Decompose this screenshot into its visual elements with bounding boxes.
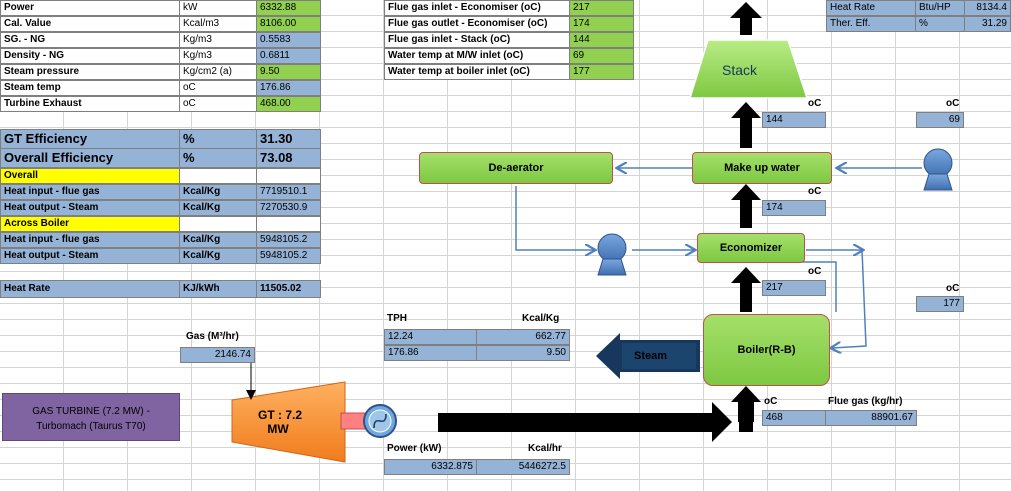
boiler-in-temp-unit: oC	[946, 283, 960, 294]
makeup-water-box: Make up water	[692, 152, 832, 184]
boiler-heat-input-unit: Kcal/Kg	[179, 232, 257, 248]
gas-flow-value: 2146.74	[180, 347, 255, 363]
empty-cell	[256, 168, 321, 184]
param-value[interactable]: 0.5583	[256, 32, 321, 48]
overall-efficiency-unit: %	[179, 148, 257, 168]
empty-cell	[256, 216, 321, 232]
boiler-heat-output-value: 5948105.2	[256, 248, 321, 264]
flue-gas-label: Flue gas (kg/hr)	[828, 396, 903, 407]
gas-turbine-shape	[231, 381, 346, 463]
flue-arrow-to-stack	[730, 2, 762, 35]
boiler-heat-input-value: 5948105.2	[256, 232, 321, 248]
deaerator-box: De-aerator	[419, 152, 613, 184]
param-name: Cal. Value	[0, 16, 180, 32]
boiler-heat-input-label: Heat input - flue gas	[0, 232, 180, 248]
flue-arrow-makeup	[731, 184, 761, 228]
steam-tph-value: 12.24	[384, 329, 477, 345]
steam-temp-value: 176.86	[384, 345, 477, 361]
water-line-to-boiler	[832, 249, 867, 348]
steam-tph-header: TPH	[387, 313, 407, 324]
gt-label-line2: MW	[267, 422, 289, 436]
overall-heat-input-label: Heat input - flue gas	[0, 184, 180, 200]
gas-turbine-line2: Turbomach (Taurus T70)	[36, 421, 146, 432]
mw-temp-unit: oC	[946, 98, 960, 109]
water-line-deaerator-down	[515, 186, 594, 250]
stack-temp-value: 144	[762, 112, 826, 128]
deaerator-label: De-aerator	[488, 162, 544, 174]
heat-rate-unit: KJ/kWh	[179, 280, 257, 298]
power-header: Power (kW)	[387, 443, 442, 454]
flue-arrow-stack-in	[731, 102, 761, 148]
boiler-in-temp-value: 177	[916, 296, 964, 312]
param-value[interactable]: 8106.00	[256, 16, 321, 32]
exhaust-temp-value: 468	[762, 410, 826, 426]
param-unit: Kcal/m3	[179, 16, 257, 32]
makeup-water-label: Make up water	[724, 162, 800, 174]
pump-feedwater	[597, 233, 627, 276]
water-line-economizer-loop	[802, 261, 837, 312]
temp-value[interactable]: 69	[569, 48, 634, 64]
thermal-efficiency-value: 31.29	[964, 16, 1011, 32]
exhaust-temp-unit: oC	[764, 396, 778, 407]
gas-flow-label: Gas (M³/hr)	[186, 331, 239, 342]
gas-turbine-info-box: GAS TURBINE (7.2 MW) - Turbomach (Taurus…	[2, 393, 180, 441]
temp-value[interactable]: 177	[569, 64, 634, 80]
mw-temp-value: 69	[916, 112, 964, 128]
temp-label: Flue gas inlet - Stack (oC)	[384, 32, 570, 48]
param-name: Turbine Exhaust	[0, 96, 180, 112]
temp-value[interactable]: 217	[569, 0, 634, 16]
overall-heat-output-value: 7270530.9	[256, 200, 321, 216]
gt-label: GT : 7.2 MW	[258, 408, 303, 436]
economizer-box: Economizer	[697, 233, 805, 263]
param-value[interactable]: 9.50	[256, 64, 321, 80]
power-value: 6332.875	[384, 459, 477, 475]
steam-kcal-value: 662.77	[476, 329, 570, 345]
boiler-box: Boiler(R-B)	[703, 314, 830, 386]
heat-rate-unit: Btu/HP	[915, 0, 965, 16]
overall-efficiency-label: Overall Efficiency	[0, 148, 180, 168]
flue-gas-value: 88901.67	[825, 410, 917, 426]
gas-turbine-line1: GAS TURBINE (7.2 MW) -	[32, 406, 150, 417]
stack-temp-unit: oC	[808, 98, 822, 109]
gt-label-line1: GT : 7.2	[258, 408, 303, 422]
econ-out-temp-unit: oC	[808, 186, 822, 197]
exhaust-arrow	[438, 402, 732, 442]
overall-heading: Overall	[0, 168, 180, 184]
steam-label: Steam	[634, 350, 668, 362]
stack-shape	[688, 39, 809, 99]
temp-label: Water temp at boiler inlet (oC)	[384, 64, 570, 80]
temp-value[interactable]: 144	[569, 32, 634, 48]
steam-kcal-header: Kcal/Kg	[522, 313, 560, 324]
economizer-label: Economizer	[719, 242, 783, 254]
param-unit: Kg/m3	[179, 32, 257, 48]
temp-value[interactable]: 174	[569, 16, 634, 32]
param-value[interactable]: 468.00	[256, 96, 321, 112]
stack-label: Stack	[722, 62, 758, 78]
overall-heat-output-label: Heat output - Steam	[0, 200, 180, 216]
param-value[interactable]: 6332.88	[256, 0, 321, 16]
param-value[interactable]: 176.86	[256, 80, 321, 96]
flue-arrow-economizer	[731, 267, 761, 312]
steam-pressure-value: 9.50	[476, 345, 570, 361]
heat-rate-value: 11505.02	[256, 280, 321, 298]
boiler-label: Boiler(R-B)	[737, 344, 796, 356]
overall-efficiency-value: 73.08	[256, 148, 321, 168]
temp-label: Flue gas inlet - Economiser (oC)	[384, 0, 570, 16]
overall-heat-input-value: 7719510.1	[256, 184, 321, 200]
flue-arrow-boiler	[731, 386, 761, 422]
econ-in-temp-value: 217	[762, 280, 826, 296]
econ-out-temp-value: 174	[762, 200, 826, 216]
overall-heat-input-unit: Kcal/Kg	[179, 184, 257, 200]
kcal-hr-value: 5446272.5	[476, 459, 570, 475]
pump-makeup	[923, 148, 953, 191]
param-value[interactable]: 0.6811	[256, 48, 321, 64]
thermal-efficiency-unit: %	[915, 16, 965, 32]
param-name: SG. - NG	[0, 32, 180, 48]
kcal-hr-header: Kcal/hr	[528, 443, 562, 454]
econ-in-temp-unit: oC	[808, 266, 822, 277]
gt-efficiency-value: 31.30	[256, 129, 321, 149]
